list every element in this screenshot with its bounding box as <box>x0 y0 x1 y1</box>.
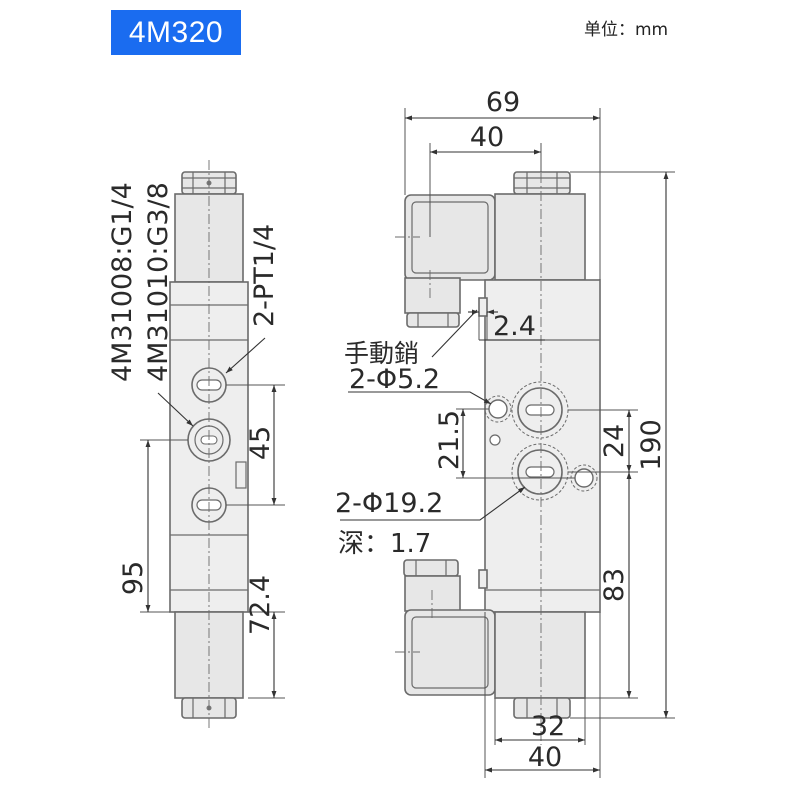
front-dim-2-4-label: 2.4 <box>493 311 536 342</box>
front-bottom-coil <box>494 611 586 699</box>
front-bottom-knob <box>513 697 571 719</box>
small-hole-label: 2-Φ5.2 <box>349 364 440 395</box>
front-dim-40-bottom <box>484 612 601 778</box>
side-dim-95 <box>140 439 188 613</box>
side-model-leader <box>157 392 194 427</box>
front-manual-pin-top <box>478 297 488 317</box>
front-dim-69-label: 69 <box>486 87 520 118</box>
front-dim-40-top-label: 40 <box>470 122 504 153</box>
front-top-connector <box>404 194 496 328</box>
front-valve-body <box>484 279 601 613</box>
side-model-a-label: 4M31008:G1/4 <box>107 182 138 382</box>
front-dim-24-label: 24 <box>599 424 630 458</box>
front-dim-32 <box>494 698 586 745</box>
side-model-b-label: 4M31010:G3/8 <box>143 182 174 382</box>
side-view: 4M31008:G1/4 4M31010:G3/8 2-PT1/4 45 95 … <box>107 160 285 728</box>
front-dim-40-bottom-label: 40 <box>528 742 562 773</box>
front-dim-83 <box>570 472 638 699</box>
front-dim-32-label: 32 <box>531 711 565 742</box>
large-hole-label: 2-Φ19.2 <box>335 488 443 519</box>
front-view: 69 40 2.4 手動銷 2-Φ5.2 2-Φ19.2 深：1.7 32 40… <box>335 87 675 778</box>
side-dim-72-4-label: 72.4 <box>245 575 276 635</box>
front-manual-pin-bottom <box>478 569 488 589</box>
front-bottom-connector <box>403 559 496 696</box>
manual-pin-label: 手動銷 <box>344 339 419 368</box>
front-small-vent <box>489 434 501 446</box>
front-dim-83-label: 83 <box>599 568 630 602</box>
front-top-coil <box>494 193 586 281</box>
depth-label: 深：1.7 <box>338 529 431 559</box>
large-hole-leader <box>340 486 526 521</box>
side-port-leader <box>225 337 266 374</box>
front-dim-2-4 <box>468 309 545 341</box>
front-dim-21-5-label: 21.5 <box>434 410 465 470</box>
front-dim-21-5 <box>456 408 575 479</box>
front-dim-190 <box>570 171 675 719</box>
manual-pin-leader <box>431 309 478 358</box>
small-hole-leader <box>348 391 492 405</box>
front-dim-24 <box>568 409 638 473</box>
front-top-knob <box>513 171 571 195</box>
side-dim-45 <box>226 384 285 506</box>
side-dim-45-label: 45 <box>245 426 276 460</box>
side-port-label: 2-PT1/4 <box>249 224 280 327</box>
unit-label: 单位：mm <box>584 20 669 40</box>
front-dim-69 <box>404 108 601 280</box>
side-dim-95-label: 95 <box>118 561 149 595</box>
side-dim-72-4 <box>248 611 285 699</box>
front-dim-40-top <box>429 143 542 237</box>
front-dim-190-label: 190 <box>636 419 667 471</box>
model-badge: 4M320 <box>111 10 241 55</box>
